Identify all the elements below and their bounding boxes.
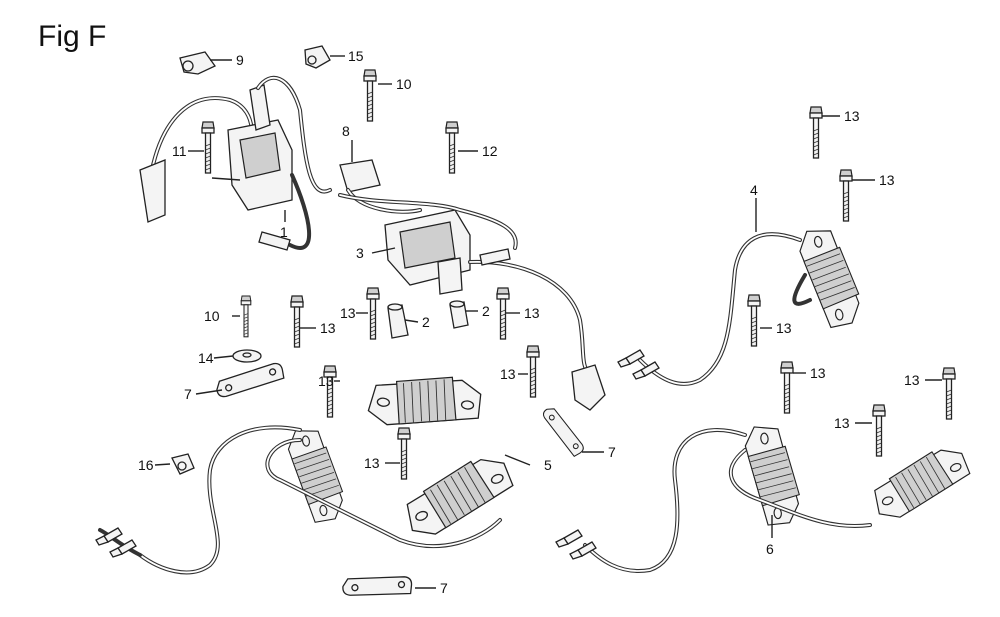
bolt-13-g [809,106,823,159]
callout-labels: 9 15 10 8 11 12 1 3 2 2 13 13 13 10 14 7… [138,48,920,596]
bolt-12 [445,121,459,174]
callout-13-j: 13 [810,365,826,381]
callout-9: 9 [236,52,244,68]
bolt-13-a [290,295,304,348]
clip-15 [304,45,331,69]
exciter-coil-5 [396,449,520,543]
callout-8: 8 [342,123,350,139]
clip-9 [179,51,216,75]
cap-2-left [387,303,409,339]
bolt-13-l [872,404,886,457]
callout-13-b: 13 [318,373,334,389]
callout-13-g: 13 [844,108,860,124]
callout-6: 6 [766,541,774,557]
bolt-13-c [366,287,380,340]
callout-4: 4 [750,182,758,198]
callout-13-h: 13 [879,172,895,188]
callout-2-right: 2 [482,303,490,319]
cap-2-right [449,300,469,329]
plate-7-lower [341,569,413,603]
bolt-10-lower [240,295,252,338]
callout-13-l: 13 [834,415,850,431]
exciter-coil-upper [366,368,483,435]
callout-11: 11 [172,143,187,159]
callout-7-lower: 7 [440,580,448,596]
ignition-unit-3 [338,193,606,411]
bolt-13-i [747,294,761,347]
grommet-8 [339,159,422,214]
callout-13-c: 13 [340,305,356,321]
figure-title: Fig F [38,20,107,53]
bolt-13-j [780,361,794,414]
callout-5: 5 [544,457,552,473]
bolt-10-upper [363,69,377,122]
clip-16 [171,453,195,475]
harness-left [95,425,502,575]
exciter-coil-4 [617,222,865,386]
washer-14 [232,349,262,363]
callout-14: 14 [198,350,214,366]
callout-2-left: 2 [422,314,430,330]
ignition-coil-1 [139,75,332,251]
callout-7-middle: 7 [608,444,616,460]
callout-10-lower: 10 [204,308,220,324]
bolt-13-k [942,367,956,420]
callout-13-i: 13 [776,320,792,336]
callout-13-f: 13 [364,455,380,471]
bolt-13-h [839,169,853,222]
leader-lines [154,55,942,589]
callout-13-e: 13 [500,366,516,382]
plate-7-middle [540,402,586,461]
callout-15: 15 [348,48,364,64]
callout-7-upper: 7 [184,386,192,402]
callout-1: 1 [280,224,288,240]
callout-12: 12 [482,143,498,159]
callout-16: 16 [138,457,154,473]
bolt-13-e [526,345,540,398]
callout-3: 3 [356,245,364,261]
callout-13-a: 13 [320,320,336,336]
callout-13-d: 13 [524,305,540,321]
bolt-11 [201,121,215,174]
callout-13-k: 13 [904,372,920,388]
callout-10-upper: 10 [396,76,412,92]
exciter-coil-6 [555,422,976,573]
bolt-13-f [397,427,411,480]
plate-7-upper [213,361,286,399]
